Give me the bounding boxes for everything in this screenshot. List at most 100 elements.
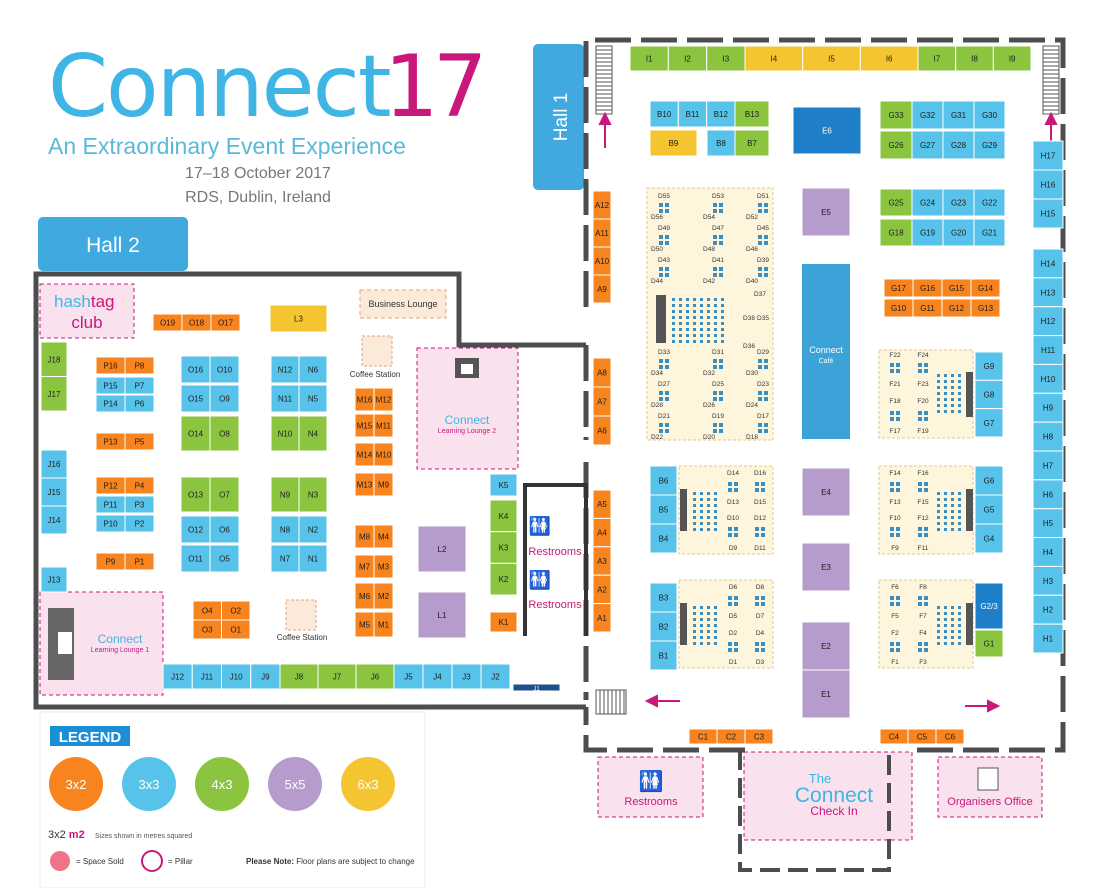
stand-p2[interactable]: P2 — [124, 514, 155, 533]
table-f21[interactable]: F21 — [889, 381, 901, 388]
table-f4[interactable]: F4 — [919, 630, 927, 637]
table-d23[interactable]: D23 — [757, 381, 769, 388]
table-d44[interactable]: D44 — [651, 278, 663, 285]
stand-g11[interactable]: G11 — [912, 298, 943, 318]
stand-j7[interactable]: J7 — [317, 663, 357, 690]
stand-h13[interactable]: H13 — [1032, 277, 1064, 308]
table-d47[interactable]: D47 — [712, 225, 724, 232]
table-d2[interactable]: D2 — [729, 630, 738, 637]
table-f12[interactable]: F12 — [917, 515, 929, 522]
stand-a6[interactable]: A6 — [592, 415, 612, 446]
table-d48[interactable]: D48 — [703, 246, 715, 253]
stand-m10[interactable]: M10 — [373, 442, 394, 467]
table-d31[interactable]: D31 — [712, 349, 724, 356]
stand-e5[interactable]: E5 — [801, 187, 851, 237]
table-d41[interactable]: D41 — [712, 257, 724, 264]
table-f5[interactable]: F5 — [891, 613, 899, 620]
stand-o11[interactable]: O11 — [180, 544, 211, 573]
stand-c2[interactable]: C2 — [716, 728, 746, 745]
table-f14[interactable]: F14 — [889, 470, 901, 477]
table-d26[interactable]: D26 — [703, 402, 715, 409]
stand-g14[interactable]: G14 — [970, 278, 1001, 298]
stand-g18[interactable]: G18 — [879, 218, 913, 247]
stand-g23[interactable]: G23 — [942, 188, 975, 217]
stand-b6[interactable]: B6 — [649, 465, 678, 496]
stand-p3[interactable]: P3 — [124, 495, 155, 514]
table-d53[interactable]: D53 — [712, 193, 724, 200]
table-f18[interactable]: F18 — [889, 398, 901, 405]
stand-a10[interactable]: A10 — [592, 246, 612, 276]
stand-a9[interactable]: A9 — [592, 274, 612, 304]
stand-g19[interactable]: G19 — [911, 218, 944, 247]
stand-h3[interactable]: H3 — [1032, 565, 1064, 596]
stand-g21[interactable]: G21 — [973, 218, 1006, 247]
stand-g17[interactable]: G17 — [883, 278, 914, 298]
stand-k1[interactable]: K1 — [489, 611, 518, 633]
stand-g32[interactable]: G32 — [911, 100, 944, 130]
stand-p5[interactable]: P5 — [124, 432, 155, 451]
stand-e3[interactable]: E3 — [801, 542, 851, 592]
stand-g31[interactable]: G31 — [942, 100, 975, 130]
table-d11[interactable]: D11 — [754, 545, 766, 552]
stand-j11[interactable]: J11 — [191, 663, 222, 690]
stand-n3[interactable]: N3 — [298, 476, 328, 513]
table-f8[interactable]: F8 — [919, 584, 927, 591]
stand-o7[interactable]: O7 — [209, 476, 240, 513]
stand-c1[interactable]: C1 — [688, 728, 718, 745]
stand-b3[interactable]: B3 — [649, 582, 678, 613]
table-d37[interactable]: D37 — [754, 291, 766, 298]
stand-i8[interactable]: I8 — [955, 45, 994, 72]
stand-o17[interactable]: O17 — [210, 313, 241, 332]
table-d46[interactable]: D46 — [746, 246, 758, 253]
table-d5[interactable]: D5 — [729, 613, 738, 620]
stand-a5[interactable]: A5 — [592, 489, 612, 519]
stand-n9[interactable]: N9 — [270, 476, 300, 513]
stand-o13[interactable]: O13 — [180, 476, 211, 513]
stand-o12[interactable]: O12 — [180, 515, 211, 544]
stand-c4[interactable]: C4 — [879, 728, 909, 745]
table-d27[interactable]: D27 — [658, 381, 670, 388]
stand-j8[interactable]: J8 — [279, 663, 319, 690]
table-d30[interactable]: D30 — [746, 370, 758, 377]
stand-h14[interactable]: H14 — [1032, 248, 1064, 279]
stand-l2[interactable]: L2 — [417, 525, 467, 573]
table-d32[interactable]: D32 — [703, 370, 715, 377]
table-d16[interactable]: D16 — [754, 470, 766, 477]
stand-h15[interactable]: H15 — [1032, 198, 1064, 229]
table-d1[interactable]: D1 — [729, 659, 738, 666]
table-d3[interactable]: D3 — [756, 659, 765, 666]
stand-g7[interactable]: G7 — [974, 408, 1004, 438]
stand-m9[interactable]: M9 — [373, 472, 394, 497]
stand-e2[interactable]: E2 — [801, 621, 851, 671]
stand-n1[interactable]: N1 — [298, 544, 328, 573]
stand-g8[interactable]: G8 — [974, 379, 1004, 410]
stand-g5[interactable]: G5 — [974, 494, 1004, 525]
table-d49[interactable]: D49 — [658, 225, 670, 232]
stand-h12[interactable]: H12 — [1032, 306, 1064, 337]
table-d7[interactable]: D7 — [756, 613, 765, 620]
stand-p14[interactable]: P14 — [95, 394, 126, 413]
stand-i4[interactable]: I4 — [744, 45, 804, 72]
stand-j15[interactable]: J15 — [40, 477, 68, 507]
stand-l1[interactable]: L1 — [417, 591, 467, 639]
stand-p13[interactable]: P13 — [95, 432, 126, 451]
stand-k4[interactable]: K4 — [489, 499, 518, 533]
table-d24[interactable]: D24 — [746, 402, 758, 409]
stand-h11[interactable]: H11 — [1032, 335, 1064, 365]
stand-j6[interactable]: J6 — [355, 663, 395, 690]
table-d9[interactable]: D9 — [729, 545, 738, 552]
stand-a12[interactable]: A12 — [592, 190, 612, 220]
table-f22[interactable]: F22 — [889, 352, 901, 359]
stand-g15[interactable]: G15 — [941, 278, 972, 298]
stand-h1[interactable]: H1 — [1032, 623, 1064, 654]
table-d22[interactable]: D22 — [651, 434, 663, 441]
table-d20[interactable]: D20 — [703, 434, 715, 441]
stand-p9[interactable]: P9 — [95, 552, 126, 571]
stand-p16[interactable]: P16 — [95, 356, 126, 375]
stand-h7[interactable]: H7 — [1032, 450, 1064, 481]
table-d19[interactable]: D19 — [712, 413, 724, 420]
stand-b13[interactable]: B13 — [734, 100, 770, 128]
stand-n11[interactable]: N11 — [270, 384, 300, 413]
stand-g22[interactable]: G22 — [973, 188, 1006, 217]
table-f19[interactable]: F19 — [917, 428, 929, 435]
